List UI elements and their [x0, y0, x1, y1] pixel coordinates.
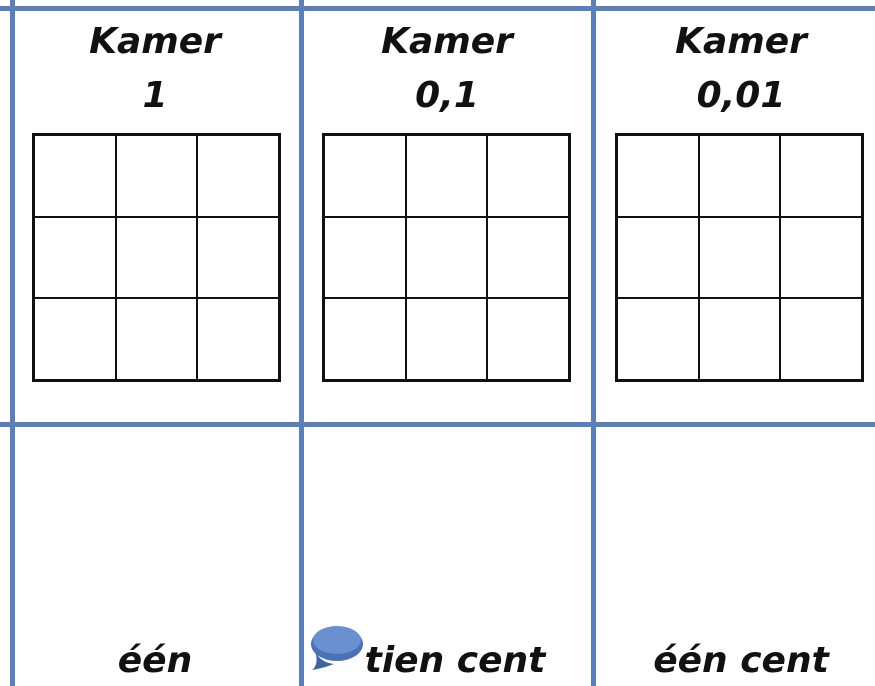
column-2-label: tien cent: [364, 640, 546, 681]
coin-icon: [311, 626, 363, 670]
divider-left: [10, 0, 15, 686]
column-3-grid: [615, 133, 864, 382]
divider-2: [591, 0, 596, 686]
column-1-title: Kamer: [89, 21, 221, 62]
column-1-value: 1: [142, 75, 168, 116]
column-2-title: Kamer: [381, 21, 513, 62]
column-1-grid: [32, 133, 281, 382]
column-2-value: 0,1: [415, 75, 479, 116]
column-1-label: één: [117, 640, 193, 681]
divider-top: [0, 6, 875, 11]
divider-middle: [0, 422, 875, 427]
column-2-grid: [322, 133, 571, 382]
column-3-title: Kamer: [675, 21, 807, 62]
column-3-value: 0,01: [696, 75, 786, 116]
divider-1: [299, 0, 304, 686]
column-3-label: één cent: [653, 640, 829, 681]
